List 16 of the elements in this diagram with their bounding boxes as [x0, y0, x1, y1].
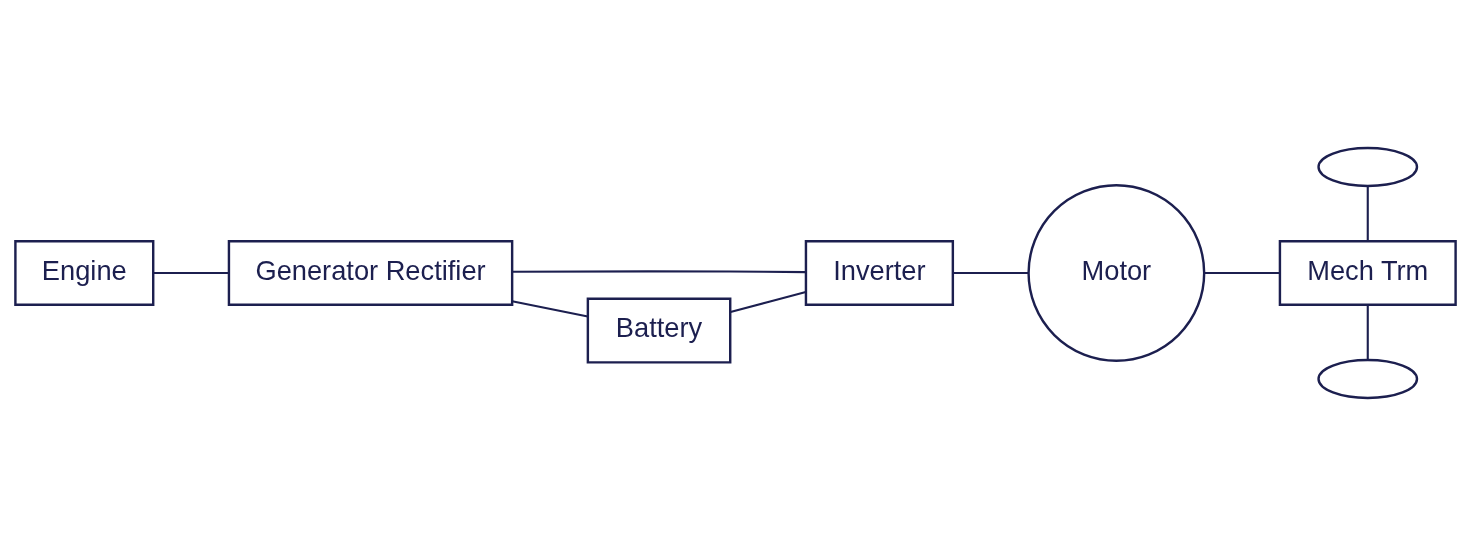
connector [153, 271, 229, 274]
node-box: Mech Trm [1278, 239, 1457, 306]
node-box: Generator Rectifier [227, 239, 514, 306]
node-box: Engine [14, 239, 155, 306]
connector [953, 271, 1029, 274]
node-box: Battery [586, 297, 732, 364]
node-ellipse [1317, 146, 1419, 187]
connector [730, 290, 807, 313]
connector [1366, 185, 1369, 241]
connector [1366, 304, 1369, 360]
connector [512, 269, 806, 273]
connector [512, 299, 588, 317]
node-box: Inverter [804, 239, 955, 306]
node-ellipse [1317, 358, 1419, 399]
node-circle: Motor [1027, 183, 1206, 362]
connector [1204, 271, 1280, 274]
